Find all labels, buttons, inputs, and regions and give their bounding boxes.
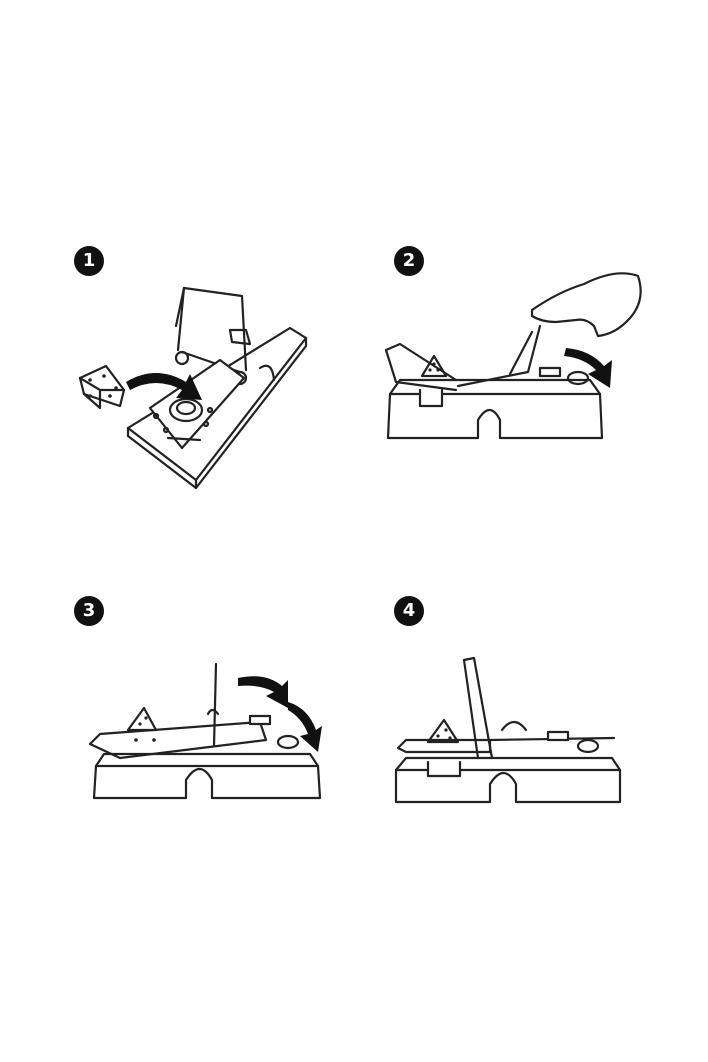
mousetrap-icon: [126, 286, 308, 490]
step-number-badge: 1: [74, 246, 104, 276]
step-3-panel: 3: [60, 590, 400, 850]
mousetrap-icon: [384, 324, 604, 440]
step-4-panel: 4: [380, 590, 708, 850]
step-number-badge: 4: [394, 596, 424, 626]
curved-arrow-icon: [288, 702, 322, 752]
cheese-icon: [78, 364, 126, 410]
step-1-panel: 1: [60, 240, 400, 500]
step-1-illustration: [78, 286, 308, 490]
step-3-illustration: [88, 662, 322, 800]
curved-arrow-icon: [238, 676, 288, 708]
step-2-panel: 2: [380, 240, 708, 500]
step-2-illustration: [384, 272, 642, 440]
step-number-badge: 2: [394, 246, 424, 276]
mousetrap-icon: [394, 656, 622, 804]
curved-arrow-icon: [564, 348, 612, 388]
hand-icon: [530, 272, 642, 338]
mousetrap-icon: [88, 662, 322, 800]
step-number-badge: 3: [74, 596, 104, 626]
curved-arrow-icon: [126, 373, 202, 400]
step-4-illustration: [394, 656, 622, 804]
